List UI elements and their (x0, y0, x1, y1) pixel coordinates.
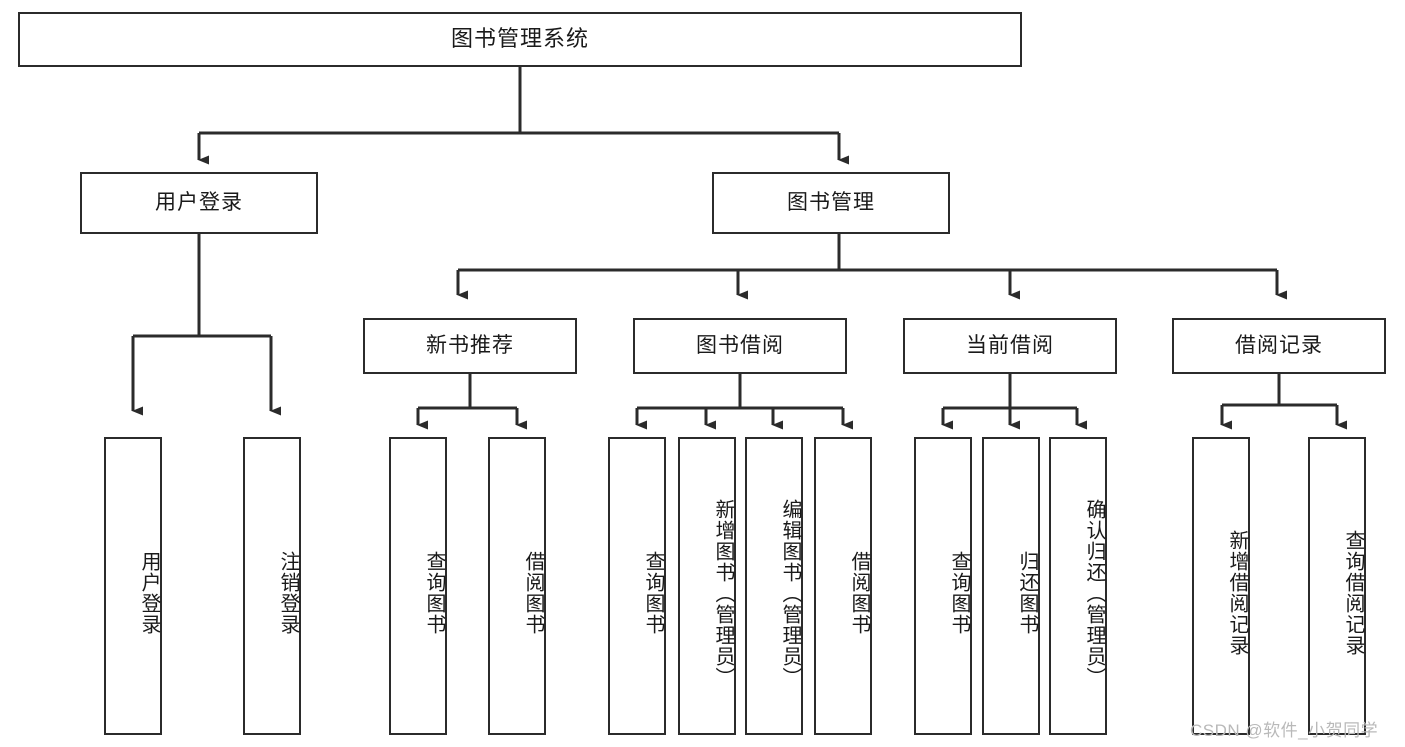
node-label: 查询图书 (423, 551, 445, 635)
node-label: 归还图书 (1016, 551, 1038, 635)
node-label: 图书管理 (787, 191, 875, 215)
node-label: 图书借阅 (696, 334, 784, 358)
leaf-borrow-record-query-record[interactable]: 查询借阅记录 (1308, 437, 1366, 735)
leaf-new-book-borrow-book[interactable]: 借阅图书 (488, 437, 546, 735)
node-root-book-management-system[interactable]: 图书管理系统 (18, 12, 1022, 67)
leaf-book-borrow-borrow-book[interactable]: 借阅图书 (814, 437, 872, 735)
node-label: 当前借阅 (966, 334, 1054, 358)
node-label: 新增图书（管理员） (712, 498, 734, 688)
node-label: 注销登录 (277, 551, 299, 635)
leaf-user-login-logout[interactable]: 注销登录 (243, 437, 301, 735)
node-borrow-record[interactable]: 借阅记录 (1172, 318, 1386, 374)
leaf-book-borrow-query-book[interactable]: 查询图书 (608, 437, 666, 735)
leaf-book-borrow-edit-book-admin[interactable]: 编辑图书（管理员） (745, 437, 803, 735)
node-book-borrow[interactable]: 图书借阅 (633, 318, 847, 374)
leaf-current-borrow-return-book[interactable]: 归还图书 (982, 437, 1040, 735)
node-label: 查询图书 (948, 551, 970, 635)
leaf-book-borrow-add-book-admin[interactable]: 新增图书（管理员） (678, 437, 736, 735)
leaf-borrow-record-add-record[interactable]: 新增借阅记录 (1192, 437, 1250, 735)
leaf-current-borrow-confirm-return-admin[interactable]: 确认归还（管理员） (1049, 437, 1107, 735)
node-label: 用户登录 (138, 551, 160, 635)
node-label: 新书推荐 (426, 334, 514, 358)
node-book-management[interactable]: 图书管理 (712, 172, 950, 234)
node-label: 查询图书 (642, 551, 664, 635)
node-new-book-recommend[interactable]: 新书推荐 (363, 318, 577, 374)
node-label: 查询借阅记录 (1342, 530, 1364, 656)
node-label: 图书管理系统 (450, 26, 589, 52)
node-label: 用户登录 (155, 191, 243, 215)
node-label: 编辑图书（管理员） (779, 498, 801, 688)
node-label: 借阅记录 (1235, 334, 1323, 358)
leaf-user-login-do-login[interactable]: 用户登录 (104, 437, 162, 735)
node-label: 借阅图书 (848, 551, 870, 635)
node-label: 确认归还（管理员） (1083, 498, 1105, 688)
node-label: 借阅图书 (522, 551, 544, 635)
leaf-new-book-query-book[interactable]: 查询图书 (389, 437, 447, 735)
node-current-borrow[interactable]: 当前借阅 (903, 318, 1117, 374)
node-user-login[interactable]: 用户登录 (80, 172, 318, 234)
leaf-current-borrow-query-book[interactable]: 查询图书 (914, 437, 972, 735)
node-label: 新增借阅记录 (1226, 530, 1248, 656)
